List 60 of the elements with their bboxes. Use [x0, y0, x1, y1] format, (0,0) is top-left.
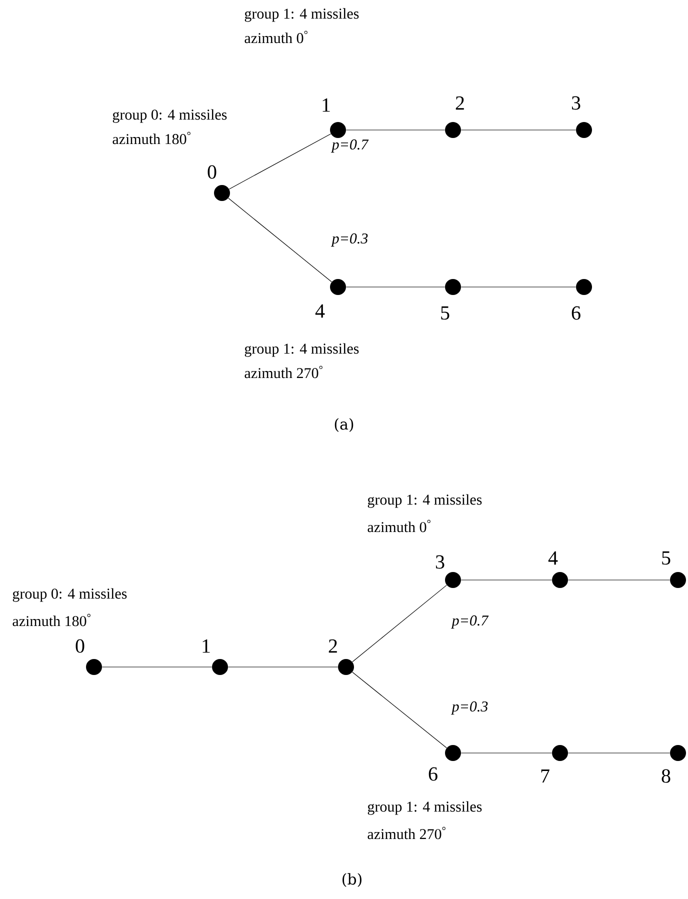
node-number: 1	[322, 98, 330, 112]
group-label: group 0: 4 missiles	[12, 588, 127, 602]
dot	[552, 745, 568, 761]
dot	[576, 122, 592, 138]
line	[102, 666, 212, 668]
dot	[445, 745, 461, 761]
caption: (a)	[334, 418, 354, 432]
dot	[86, 659, 102, 675]
line	[228, 134, 332, 190]
group-label: group 1: 4 missiles	[244, 8, 359, 22]
dot	[670, 572, 686, 588]
node-number: 6	[428, 767, 438, 781]
group-label: group 0: 4 missiles	[112, 109, 227, 123]
node-number: 8	[662, 769, 670, 783]
dot	[445, 122, 461, 138]
group-label: azimuth 180$^{°}$	[112, 132, 190, 144]
group-label: azimuth 0$^{°}$	[244, 30, 308, 44]
node-number: 0	[76, 639, 84, 653]
edge-label: p=0.7	[330, 139, 369, 153]
line	[346, 286, 446, 288]
line	[460, 286, 576, 288]
node-number: 0	[208, 165, 216, 179]
edge-label: p=0.3	[450, 701, 488, 715]
node-number: 5	[441, 306, 450, 320]
group-label: azimuth 0$^{°}$	[368, 520, 430, 532]
dot	[330, 279, 346, 295]
group-label: azimuth 180$^{°}$	[12, 614, 90, 626]
group-label: azimuth 270$^{°}$	[368, 826, 446, 840]
node-number: 4	[548, 551, 558, 565]
caption: (b)	[342, 873, 362, 887]
group-label: azimuth 270$^{°}$	[244, 366, 322, 378]
node-number: 4	[315, 304, 325, 318]
dot	[445, 279, 461, 295]
dot	[338, 659, 354, 675]
dot	[576, 279, 592, 295]
node-number: 7	[541, 769, 550, 783]
group-label: group 1: 4 missiles	[244, 343, 359, 357]
line	[568, 752, 670, 754]
edge-label: p=0.7	[450, 615, 489, 629]
dot	[552, 572, 568, 588]
dot	[214, 185, 230, 201]
node-number: 5	[662, 551, 670, 565]
group-label: group 1: 4 missiles	[368, 801, 482, 815]
dot	[670, 745, 686, 761]
edge-label: p=0.3	[330, 233, 368, 247]
line	[352, 584, 447, 662]
dot	[330, 122, 346, 138]
line	[228, 198, 332, 282]
node-number: 6	[572, 306, 580, 320]
line	[228, 666, 338, 668]
node-number: 2	[456, 96, 464, 110]
node-number: 3	[572, 96, 580, 110]
node-number: 1	[202, 639, 210, 653]
dot	[445, 572, 461, 588]
line	[352, 672, 447, 748]
line	[460, 752, 552, 754]
group-label: group 1: 4 missiles	[368, 494, 482, 508]
node-number: 2	[328, 639, 337, 653]
dot	[212, 659, 228, 675]
node-number: 3	[436, 555, 444, 569]
